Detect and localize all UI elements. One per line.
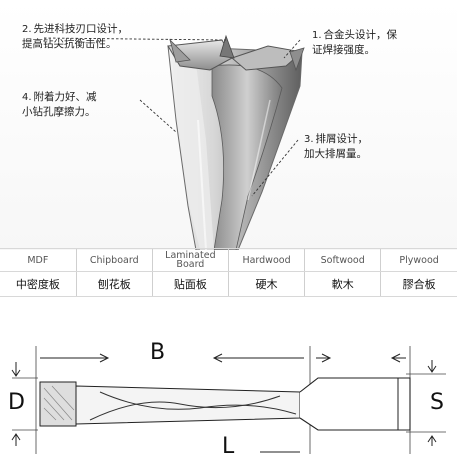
material-row-english: MDF Chipboard Laminated Board Hardwood S… bbox=[0, 248, 457, 272]
material-en-cell: MDF bbox=[0, 248, 77, 272]
dimension-label-l: L bbox=[222, 434, 235, 454]
note-number: 4. bbox=[22, 92, 32, 103]
material-table: MDF Chipboard Laminated Board Hardwood S… bbox=[0, 248, 457, 297]
material-cn-cell: 硬木 bbox=[227, 271, 305, 297]
material-cn-cell: 中密度板 bbox=[0, 271, 77, 297]
feature-note-friction: 4.附着力好、减 小钻孔摩擦力。 bbox=[22, 76, 142, 119]
drill-side-view bbox=[39, 377, 411, 431]
note-text: 先进科技刃口设计， 提高钻尖抗衡击性。 bbox=[22, 23, 129, 50]
note-text: 附着力好、减 小钻孔摩擦力。 bbox=[22, 91, 97, 118]
note-number: 2. bbox=[22, 24, 32, 35]
dimension-label-b: B bbox=[150, 340, 166, 365]
note-number: 3. bbox=[304, 134, 314, 145]
note-text: 合金头设计，保 证焊接强度。 bbox=[312, 29, 398, 56]
material-row-chinese: 中密度板 刨花板 贴面板 硬木 軟木 膠合板 bbox=[0, 271, 457, 297]
material-cn-cell: 膠合板 bbox=[380, 271, 457, 297]
feature-note-cutting-edge: 2.先进科技刃口设计， 提高钻尖抗衡击性。 bbox=[22, 8, 172, 51]
note-text: 排屑设计， 加大排屑量。 bbox=[304, 133, 369, 160]
dimension-label-s: S bbox=[430, 390, 444, 415]
material-cn-cell: 贴面板 bbox=[151, 271, 229, 297]
material-en-cell: Plywood bbox=[380, 248, 457, 272]
material-en-cell: Laminated Board bbox=[151, 248, 229, 272]
dimension-label-d: D bbox=[8, 390, 25, 415]
feature-note-chip-removal: 3.排屑设计， 加大排屑量。 bbox=[304, 118, 414, 161]
material-cn-cell: 刨花板 bbox=[75, 271, 153, 297]
feature-note-alloy-head: 1.合金头设计，保 证焊接强度。 bbox=[312, 14, 442, 57]
dimension-drawing bbox=[11, 346, 446, 454]
material-en-cell: Chipboard bbox=[75, 248, 153, 272]
material-en-cell: Softwood bbox=[304, 248, 381, 272]
material-cn-cell: 軟木 bbox=[304, 271, 381, 297]
drill-bit-body bbox=[167, 34, 305, 250]
drill-bit-closeup-illustration bbox=[0, 0, 457, 250]
annotation-pointer-lines bbox=[43, 37, 301, 197]
material-en-cell: Hardwood bbox=[227, 248, 305, 272]
note-number: 1. bbox=[312, 30, 322, 41]
